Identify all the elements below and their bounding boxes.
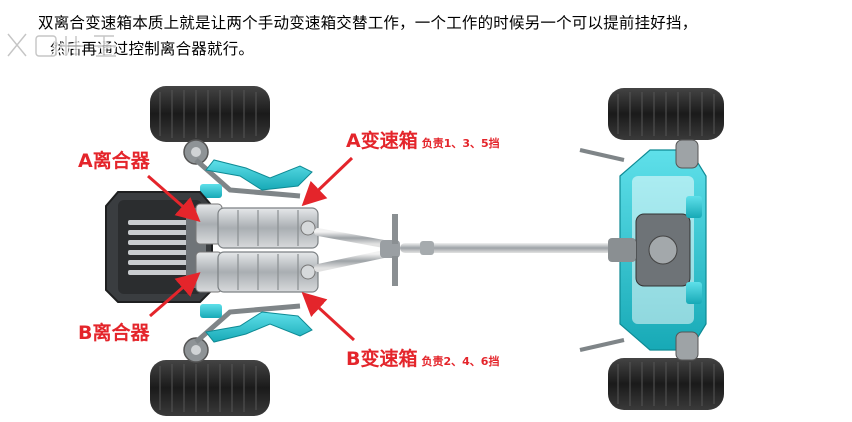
front-left-tire bbox=[150, 86, 270, 142]
label-a-clutch-text: A离合器 bbox=[78, 150, 150, 172]
label-b-gearbox: B变速箱负责2、4、6挡 bbox=[346, 344, 499, 371]
front-right-tire bbox=[150, 360, 270, 416]
watermark-logo bbox=[6, 32, 116, 59]
gearbox bbox=[217, 207, 319, 293]
annotation-arrows bbox=[147, 156, 356, 342]
rear-suspension bbox=[579, 139, 707, 361]
arrow-b-clutch bbox=[149, 272, 201, 318]
label-a-clutch: A离合器 bbox=[78, 146, 150, 173]
label-a-gearbox: A变速箱负责1、3、5挡 bbox=[346, 126, 500, 153]
rear-right-tire bbox=[608, 358, 724, 410]
label-b-clutch-text: B离合器 bbox=[78, 322, 150, 344]
arrow-b-gearbox bbox=[301, 291, 356, 342]
label-a-gears-text: 负责1、3、5挡 bbox=[421, 137, 500, 150]
label-a-gearbox-text: A变速箱 bbox=[346, 130, 418, 152]
drive-shaft bbox=[314, 214, 612, 286]
arrow-a-clutch bbox=[147, 174, 201, 222]
label-b-clutch: B离合器 bbox=[78, 318, 149, 345]
caption-line-1: 双离合变速箱本质上就是让两个手动变速箱交替工作，一个工作的时候另一个可以提前挂好… bbox=[38, 14, 698, 32]
label-b-gears-text: 负责2、4、6挡 bbox=[421, 355, 500, 368]
rear-left-tire bbox=[608, 88, 724, 140]
front-suspension bbox=[183, 139, 313, 363]
arrow-a-gearbox bbox=[301, 156, 354, 207]
label-b-gearbox-text: B变速箱 bbox=[346, 348, 418, 370]
